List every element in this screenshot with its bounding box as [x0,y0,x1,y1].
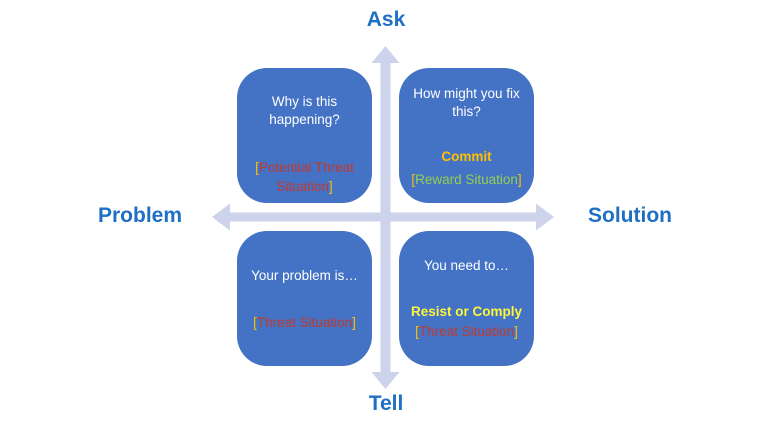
bracket-close: ] [352,315,356,331]
axis-label-solution: Solution [588,204,672,227]
axis-label-ask: Ask [366,8,406,31]
quadrant-ask-solution: How might you fix this? Commit [Reward S… [399,68,534,203]
quadrant-ask-problem: Why is this happening? [Potential Threat… [237,68,372,203]
bracket-open: [ [255,160,259,176]
quadrant-question: Why is this happening? [269,94,340,128]
action-label: Commit [441,149,492,165]
quadrant-tell-solution: You need to… Resist or Comply [Threat Si… [399,231,534,366]
horizontal-axis-arrow [212,203,554,231]
axis-label-problem: Problem [97,204,183,227]
bracket-open: [ [415,324,419,340]
axis-label-tell: Tell [368,392,404,415]
situation-tag-text: Potential Threat Situation [258,160,354,194]
quadrant-tell-problem: Your problem is… [Threat Situation] [237,231,372,366]
situation-tag-text: Threat Situation [256,315,353,331]
bracket-close: ] [328,178,333,194]
situation-tag: [Potential Threat Situation] [245,159,365,195]
quadrant-question: How might you fix this? [413,86,520,120]
situation-tag-text: Reward Situation [415,171,518,187]
bracket-close: ] [517,171,522,187]
quadrant-question: Your problem is… [251,268,358,283]
bracket-open: [ [411,171,416,187]
situation-tag: [Reward Situation] [411,171,521,189]
quadrant-question: You need to… [423,258,510,273]
situation-tag: [Threat Situation] [415,323,518,341]
bracket-open: [ [253,315,257,331]
bracket-close: ] [514,324,518,340]
situation-tag: [Threat Situation] [253,314,356,332]
situation-tag-text: Threat Situation [418,324,515,340]
action-label: Resist or Comply [410,304,523,320]
